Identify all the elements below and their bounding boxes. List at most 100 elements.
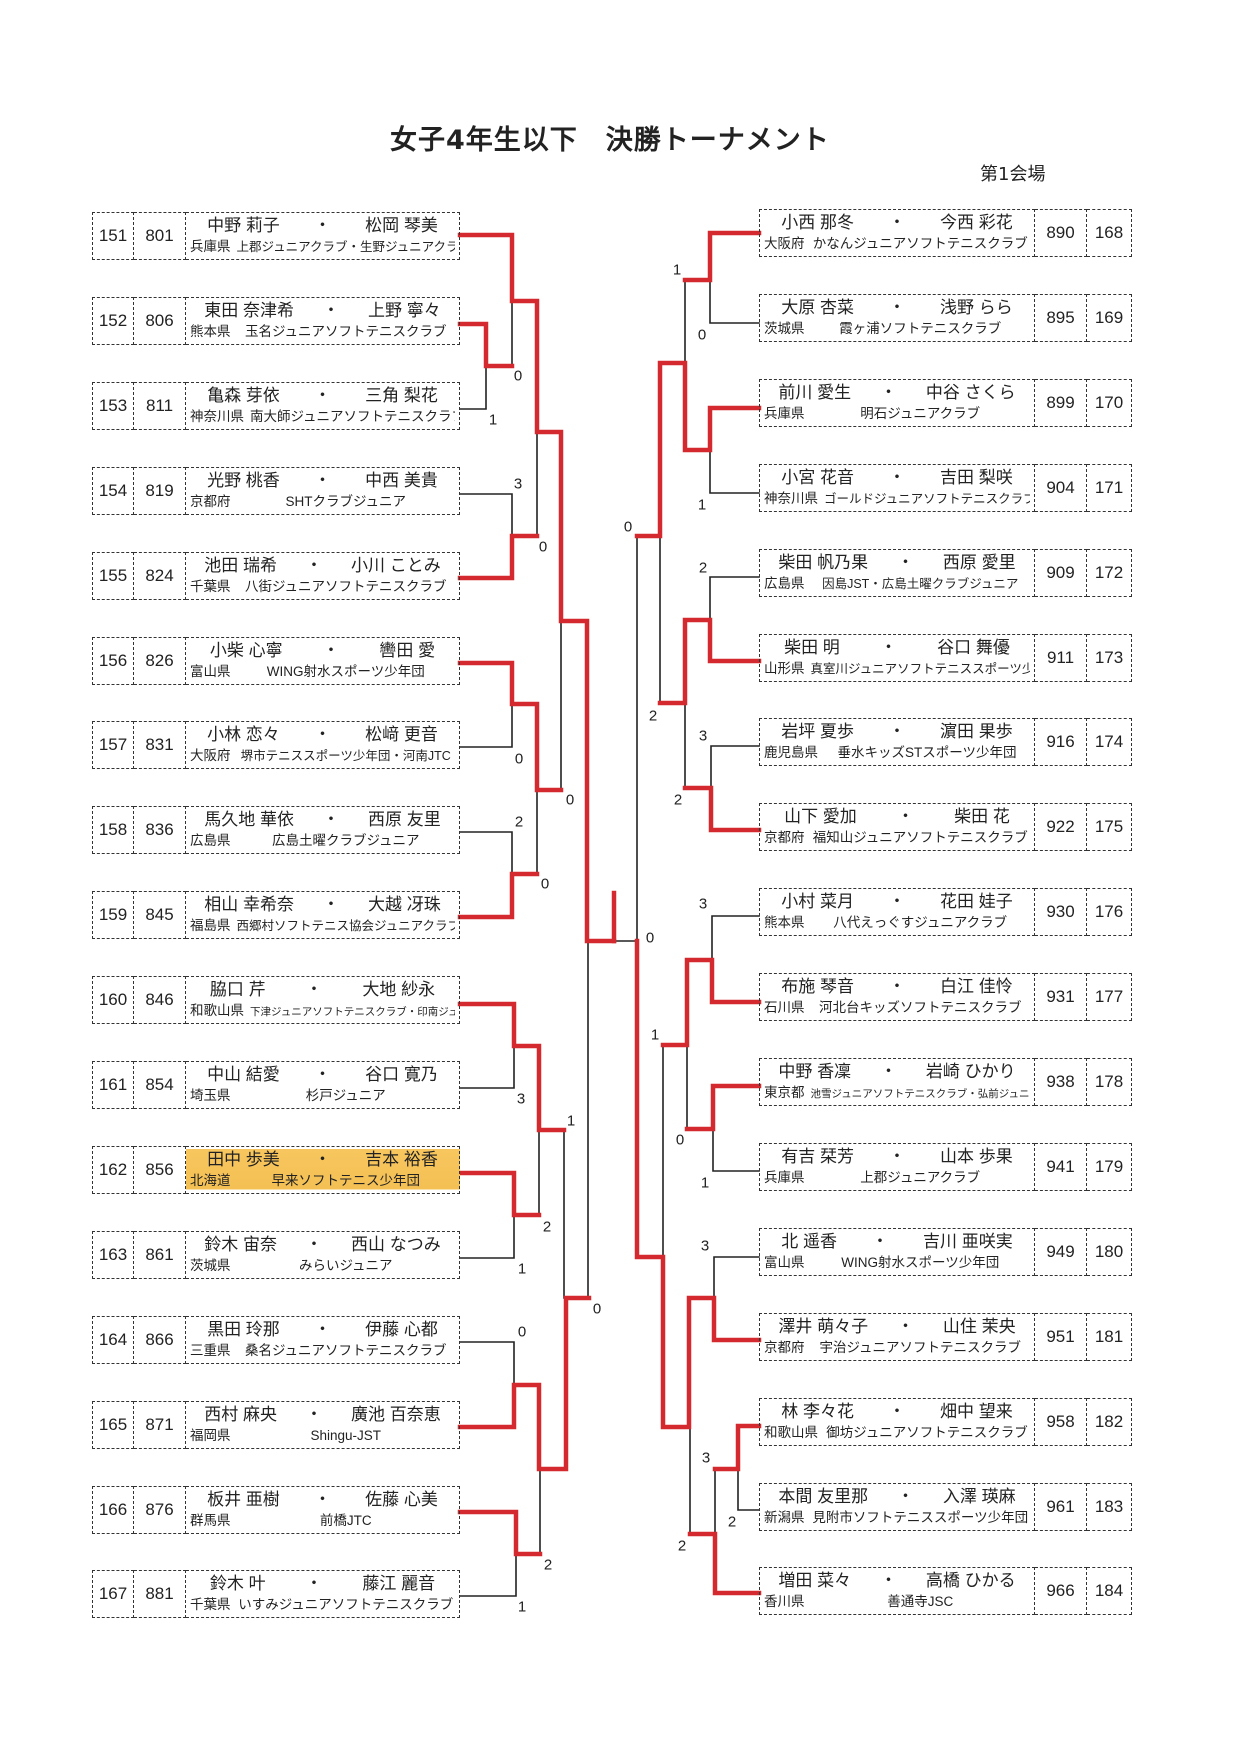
player-2-name: 谷口 寛乃 — [365, 1065, 438, 1084]
entry-row: 中野 香凜・岩崎 ひかり東京都池雪ジュニアソフトテニスクラブ・弘前ジュニアソフト… — [759, 1058, 1132, 1106]
player-1-name: 亀森 芽依 — [207, 385, 280, 405]
name-separator: ・ — [313, 216, 331, 235]
name-separator: ・ — [888, 977, 906, 997]
player-2-name: 谷口 舞優 — [937, 637, 1010, 657]
players-line: 相山 幸希奈・大越 冴珠 — [190, 894, 455, 916]
club-name: 垂水キッズSTスポーツ少年団 — [837, 745, 1017, 761]
prefecture: 香川県 — [764, 1594, 805, 1610]
player-1-name: 脇口 芹 — [209, 979, 266, 999]
players-line: 布施 琴音・白江 佳怜 — [764, 976, 1030, 998]
player-2-name: 山住 茉央 — [942, 1316, 1016, 1336]
match-score: 2 — [698, 559, 708, 577]
entry-number: 916 — [1035, 718, 1087, 767]
players-line: 前川 愛生・中谷 さくら — [764, 382, 1030, 404]
team-names: 柴田 明・谷口 舞優山形県真室川ジュニアソフトテニススポーツ少年団 — [759, 633, 1035, 682]
players-line: 池田 瑞希・小川 ことみ — [190, 555, 455, 577]
entry-number: 826 — [134, 636, 186, 685]
player-1-name: 柴田 帆乃果 — [778, 552, 869, 572]
match-score: 2 — [542, 1218, 552, 1236]
prefecture: 茨城県 — [764, 320, 805, 336]
name-separator: ・ — [888, 213, 906, 232]
player-1-name: 布施 琴音 — [781, 977, 854, 997]
affiliation-line: 広島県因島JST・広島土曜クラブジュニア — [764, 574, 1030, 594]
match-score: 1 — [672, 261, 682, 279]
affiliation-line: 兵庫県明石ジュニアクラブ — [764, 404, 1030, 424]
player-2-name: 大越 冴珠 — [367, 895, 441, 915]
match-score: 3 — [698, 727, 708, 745]
seed-number: 174 — [1087, 718, 1132, 767]
players-line: 西村 麻央・廣池 百奈恵 — [190, 1404, 455, 1426]
match-score: 3 — [700, 1237, 710, 1255]
team-names: 柴田 帆乃果・西原 愛里広島県因島JST・広島土曜クラブジュニア — [759, 548, 1035, 597]
players-line: 中野 莉子・松岡 琴美 — [190, 215, 455, 237]
match-score: 0 — [540, 875, 550, 893]
bracket-line — [737, 1468, 760, 1511]
club-name: SHTクラブジュニア — [285, 493, 407, 509]
entry-number: 966 — [1035, 1567, 1087, 1616]
seed-number: 171 — [1087, 463, 1132, 512]
entry-number: 876 — [134, 1485, 186, 1534]
match-score: 1 — [517, 1260, 527, 1278]
affiliation-line: 群馬県前橋JTC — [190, 1511, 455, 1531]
club-name: 南大師ジュニアソフトテニスクラブ — [250, 408, 455, 424]
club-name: 八代えっぐすジュニアクラブ — [833, 915, 1008, 931]
name-separator: ・ — [880, 1061, 897, 1081]
match-score: 2 — [543, 1556, 553, 1574]
winner-path-line — [457, 871, 540, 920]
name-separator: ・ — [888, 722, 906, 742]
team-names: 中野 莉子・松岡 琴美兵庫県上郡ジュニアクラブ・生野ジュニアクラブ — [186, 212, 460, 260]
entry-row: 柴田 明・谷口 舞優山形県真室川ジュニアソフトテニススポーツ少年団911173 — [759, 633, 1132, 682]
player-1-name: 板井 亜樹 — [207, 1489, 280, 1509]
entry-number: 871 — [134, 1400, 186, 1449]
prefecture: 石川県 — [764, 1000, 805, 1016]
name-separator: ・ — [880, 1571, 897, 1591]
players-line: 小村 菜月・花田 娃子 — [764, 891, 1030, 913]
seed-number: 165 — [92, 1400, 134, 1449]
prefecture: 群馬県 — [190, 1512, 231, 1528]
name-separator: ・ — [888, 892, 906, 912]
players-line: 柴田 明・谷口 舞優 — [764, 637, 1030, 659]
team-names: 布施 琴音・白江 佳怜石川県河北台キッズソフトテニスクラブ — [759, 973, 1035, 1022]
name-separator: ・ — [888, 467, 906, 487]
winner-path-line — [457, 660, 564, 793]
prefecture: 大阪府 — [190, 748, 231, 764]
winner-path-line — [684, 1083, 762, 1132]
player-1-name: 鈴木 宙奈 — [204, 1234, 277, 1254]
seed-number: 170 — [1087, 378, 1132, 427]
players-line: 小宮 花音・吉田 梨咲 — [764, 467, 1030, 489]
prefecture: 福島県 — [190, 918, 231, 934]
match-score: 2 — [677, 1537, 687, 1555]
name-separator: ・ — [313, 725, 331, 745]
bracket-line — [712, 1128, 760, 1172]
players-line: 増田 菜々・高橋 ひかる — [764, 1570, 1030, 1592]
entry-number: 941 — [1035, 1142, 1087, 1191]
players-line: 馬久地 華依・西原 友里 — [190, 809, 455, 831]
winner-path-line — [457, 232, 617, 944]
prefecture: 茨城県 — [190, 1257, 231, 1273]
club-name: 八街ジュニアソフトテニスクラブ — [244, 578, 447, 594]
club-name: 西郷村ソフトテニス協会ジュニアクラブ — [236, 919, 456, 934]
match-score: 0 — [514, 750, 524, 768]
players-line: 澤井 萌々子・山住 茉央 — [764, 1316, 1030, 1338]
players-line: 有吉 栞芳・山本 歩果 — [764, 1146, 1030, 1168]
seed-number: 157 — [92, 721, 134, 770]
prefecture: 神奈川県 — [190, 408, 244, 424]
club-name: ゴールドジュニアソフトテニスクラブ — [824, 491, 1030, 506]
player-1-name: 小宮 花音 — [781, 467, 854, 487]
affiliation-line: 千葉県いすみジュニアソフトテニスクラブ — [190, 1595, 455, 1615]
player-2-name: 西原 愛里 — [942, 552, 1016, 572]
affiliation-line: 三重県桑名ジュニアソフトテニスクラブ — [190, 1341, 455, 1361]
team-names: 板井 亜樹・佐藤 心美群馬県前橋JTC — [186, 1485, 460, 1534]
club-name: 広島土曜クラブジュニア — [271, 833, 420, 849]
